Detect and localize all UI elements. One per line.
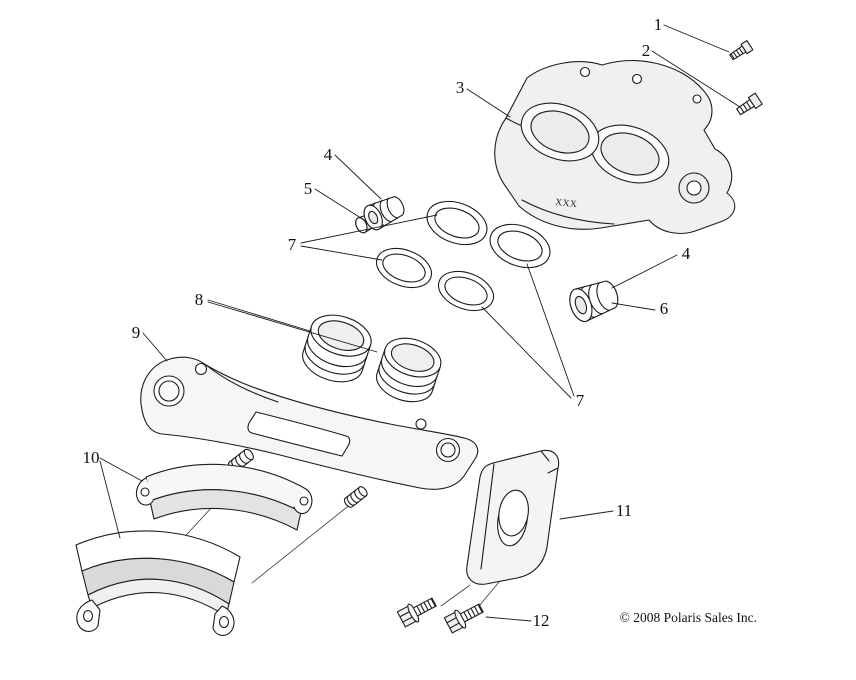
callout-11: 11 bbox=[616, 501, 632, 520]
callout-5: 5 bbox=[304, 179, 313, 198]
caliper-drawing bbox=[494, 60, 736, 234]
callout-4-rear: 4 bbox=[682, 244, 691, 263]
caliper-bolt-drawing bbox=[736, 92, 763, 116]
piston-boots-drawing bbox=[302, 314, 442, 403]
mounting-bracket-drawing bbox=[140, 356, 479, 508]
callout-7-left: 7 bbox=[288, 235, 297, 254]
callout-10: 10 bbox=[83, 448, 100, 467]
brake-pads-drawing bbox=[75, 463, 313, 636]
caliper-marking-text: XXX bbox=[555, 198, 578, 210]
bleeder-screw-drawing bbox=[729, 40, 754, 61]
leader-lines bbox=[99, 24, 741, 622]
callout-4-front: 4 bbox=[324, 145, 333, 164]
callout-9: 9 bbox=[132, 323, 141, 342]
hex-bolt-icon bbox=[396, 597, 437, 628]
slide-pin-rear-drawing bbox=[569, 280, 619, 323]
slide-pin-front-drawing bbox=[355, 196, 405, 234]
seal-rings-drawing bbox=[375, 200, 551, 312]
callout-7-right: 7 bbox=[576, 391, 585, 410]
callout-12: 12 bbox=[533, 611, 550, 630]
callout-3: 3 bbox=[456, 78, 465, 97]
mount-bolts-drawing bbox=[396, 597, 484, 634]
callout-8: 8 bbox=[195, 290, 204, 309]
copyright-text: © 2008 Polaris Sales Inc. bbox=[620, 610, 757, 625]
support-bracket-drawing bbox=[466, 449, 560, 585]
hex-bolt-icon bbox=[443, 603, 484, 634]
callout-1: 1 bbox=[654, 15, 663, 34]
callout-6: 6 bbox=[660, 299, 669, 318]
bracket-stud-icon bbox=[343, 486, 368, 508]
callout-2: 2 bbox=[642, 41, 651, 60]
